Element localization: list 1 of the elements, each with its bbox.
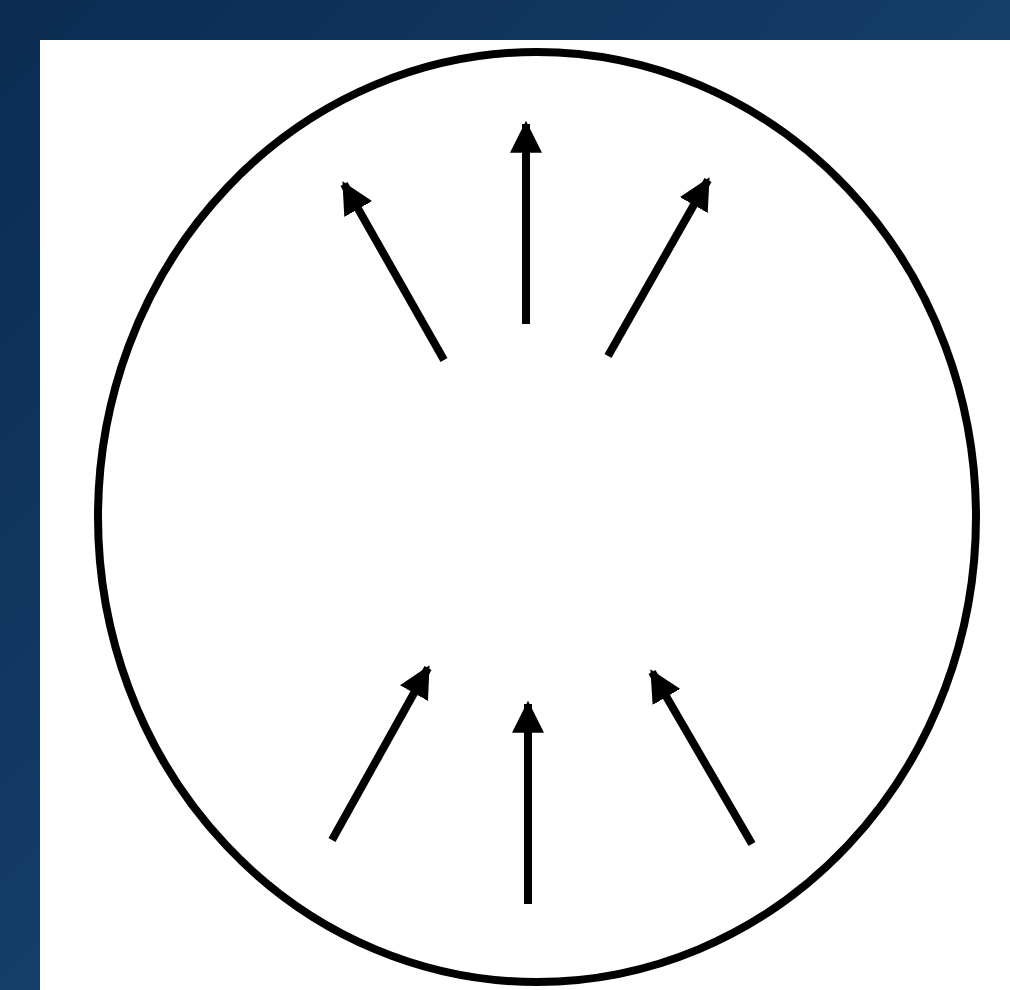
circle-outline	[94, 48, 980, 986]
